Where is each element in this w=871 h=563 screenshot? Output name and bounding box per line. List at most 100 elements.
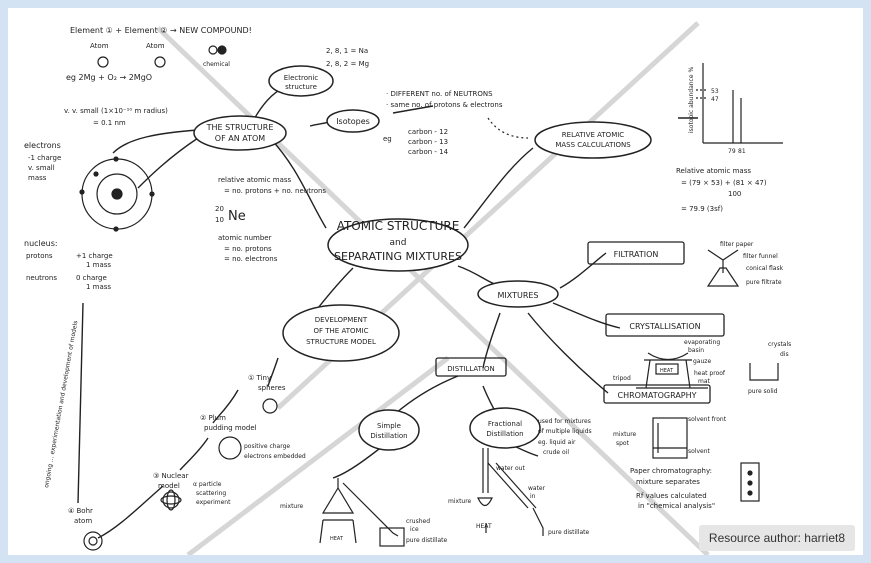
ramc-title1: RELATIVE ATOMIC: [562, 131, 625, 139]
tripod: tripod: [613, 375, 631, 382]
structure-title1: THE STRUCTURE: [206, 123, 274, 132]
nucleus-title: nucleus:: [24, 239, 58, 248]
dev-side-note: ongoing ... experimentation and developm…: [43, 320, 79, 488]
dev-positive: positive charge: [244, 443, 290, 450]
atom-label-b: Atom: [146, 42, 165, 50]
protons-mass: 1 mass: [86, 261, 111, 269]
dev-alpha3: experiment: [196, 499, 231, 506]
crystals1: crystals: [768, 341, 791, 348]
ram-title: relative atomic mass: [218, 176, 292, 184]
used-line1: used for mixtures: [538, 418, 591, 425]
chromatography-apparatus: [652, 417, 760, 502]
electrons-title: electrons: [24, 141, 61, 150]
an-title: atomic number: [218, 234, 272, 242]
ne-bottom: 10: [215, 216, 224, 224]
mind-map-page: ATOMIC STRUCTURE and SEPARATING MIXTURES…: [8, 8, 863, 555]
neutrons-charge: 0 charge: [76, 274, 107, 282]
ne-symbol: Ne: [228, 209, 246, 224]
ne-top: 20: [215, 205, 224, 213]
ramc-y53: 53: [711, 88, 719, 95]
an-protons: = no. protons: [224, 245, 272, 253]
fractional-title2: Distillation: [486, 430, 523, 438]
used-line2: of multiple liquids: [538, 428, 592, 435]
ramc-formula-2: 100: [728, 190, 741, 198]
isotopes-eg: eg: [383, 135, 392, 143]
electronic-title2: structure: [285, 83, 317, 91]
fractional-distillation-apparatus: [477, 448, 544, 536]
crystallisation-apparatus: [636, 352, 779, 389]
element-equation: Element ① + Element ② → NEW COMPOUND!: [70, 26, 252, 35]
crushed1: crushed: [406, 518, 430, 525]
ramc-formula-1: = (79 × 53) + (81 × 47): [681, 179, 767, 187]
mg-equation: eg 2Mg + O₂ → 2MgO: [66, 73, 152, 82]
development-bubble: [282, 304, 400, 362]
dev-step1b: spheres: [258, 384, 286, 392]
dev-title2: OF THE ATOMIC: [314, 327, 369, 335]
simple-pure: pure distillate: [406, 537, 448, 544]
gauze: gauze: [693, 358, 711, 365]
chromatography-title: CHROMATOGRAPHY: [617, 391, 696, 400]
heatproof1: heat proof: [694, 370, 726, 377]
electronic-na: 2, 8, 1 = Na: [326, 47, 368, 55]
boxes: [435, 241, 725, 404]
simple-heat: HEAT: [330, 536, 344, 542]
pure-filtrate: pure filtrate: [746, 279, 782, 286]
electrons-mass1: v. small: [28, 164, 55, 172]
dev-step2: ② Plum: [200, 414, 226, 422]
frac-heat: HEAT: [476, 523, 492, 530]
simple-title2: Distillation: [370, 432, 407, 440]
isotopes-c13: carbon - 13: [408, 138, 448, 146]
dev-models: [83, 398, 278, 551]
dev-step3: ③ Nuclear: [153, 472, 189, 480]
dev-alpha1: α particle: [193, 481, 222, 488]
ramc-title2: MASS CALCULATIONS: [555, 141, 631, 149]
filter-paper: filter paper: [720, 241, 754, 248]
center-line1: ATOMIC STRUCTURE: [337, 219, 460, 233]
isotopes-title: Isotopes: [336, 117, 370, 126]
simple-mixture: mixture: [280, 503, 304, 510]
protons-charge: +1 charge: [76, 252, 113, 260]
size-line1: v. v. small (1×10⁻¹⁰ m radius): [64, 107, 168, 115]
ramc-formula-3: = 79.9 (3sf): [681, 205, 723, 213]
mind-map-diagram: ATOMIC STRUCTURE and SEPARATING MIXTURES…: [24, 21, 791, 555]
ramc-x81: 81: [738, 148, 746, 155]
dev-title1: DEVELOPMENT: [315, 316, 368, 324]
solvent: solvent: [688, 448, 711, 455]
mixtures-title: MIXTURES: [497, 291, 538, 300]
mixtures-bubble: [477, 280, 559, 308]
crushed2: ice: [410, 526, 419, 533]
diagram-labels: ATOMIC STRUCTURE and SEPARATING MIXTURES…: [24, 26, 791, 544]
water-out: water out: [496, 465, 525, 472]
structure-bubble: [193, 115, 287, 151]
ramc-bubble: [534, 121, 652, 159]
isotopes-diff: · DIFFERENT no. of NEUTRONS: [386, 90, 493, 98]
ramc-formula-title: Relative atomic mass: [676, 167, 751, 175]
ramc-x79: 79: [728, 148, 736, 155]
ram-def: = no. protons + no. neutrons: [224, 187, 326, 195]
conical-flask: conical flask: [746, 265, 784, 272]
ramc-y-axis: isotopic abundance %: [688, 67, 695, 133]
author-credit: Resource author: harriet8: [698, 525, 855, 551]
dev-title3: STRUCTURE MODEL: [306, 338, 376, 346]
electrons-mass2: mass: [28, 174, 47, 182]
fractional-bubble: [469, 407, 541, 449]
frac-mixture: mixture: [448, 498, 472, 505]
dev-step1: ① Tiny: [248, 374, 271, 382]
paper-chrom2: mixture separates: [636, 478, 700, 486]
dev-step3b: model: [158, 482, 180, 490]
pure-solid: pure solid: [748, 388, 778, 395]
simple-title1: Simple: [377, 422, 401, 430]
isotopes-bubble: [326, 109, 380, 133]
electronic-mg: 2, 8, 2 = Mg: [326, 60, 369, 68]
filter-funnel: filter funnel: [743, 253, 778, 260]
heat-cryst: HEAT: [660, 368, 674, 374]
neutrons-mass: 1 mass: [86, 283, 111, 291]
rf1: Rf values calculated: [636, 492, 707, 500]
electronic-bubble: [268, 65, 334, 97]
basin: basin: [688, 347, 704, 354]
bubbles: [193, 65, 652, 451]
isotopes-c12: carbon - 12: [408, 128, 448, 136]
rf2: in "chemical analysis": [638, 502, 715, 510]
atom-label-a: Atom: [90, 42, 109, 50]
distillation-title: DISTILLATION: [447, 365, 495, 373]
